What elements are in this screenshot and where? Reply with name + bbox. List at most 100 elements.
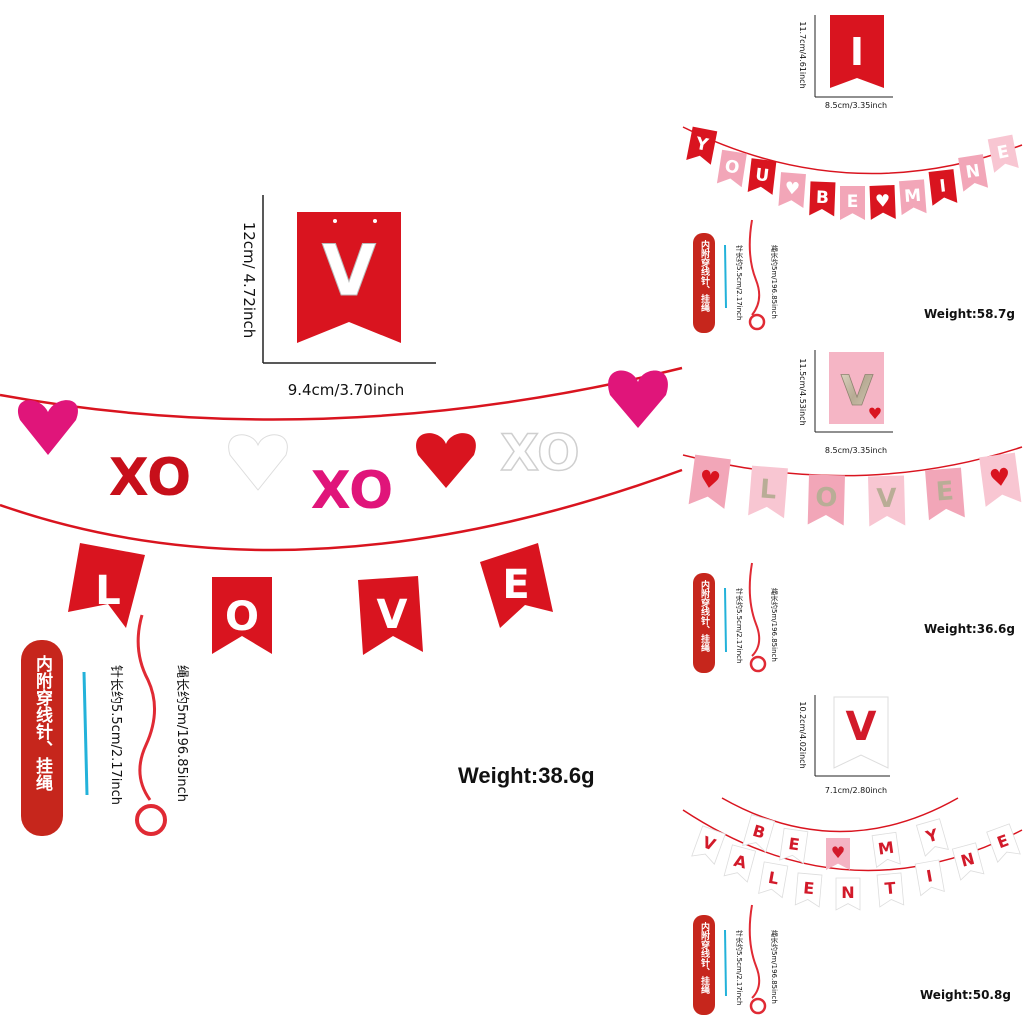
needle-icon [724,244,727,309]
flag-letter: V [876,484,897,515]
rope-label: 绳长约5m/196.85inch [770,930,779,1004]
flag-letter: N [964,161,981,183]
love-flag: L [68,543,145,628]
main-product: V 12cm/ 4.72inch 9.4cm/3.70inch XO XO XO… [0,195,683,836]
kit-badge [693,573,715,673]
flag-letter: ♥ [784,179,801,200]
needle-label: 针长约5.5cm/2.17inch [735,245,744,320]
love-banner: L O V E [0,468,683,655]
svg-text:L: L [95,568,121,614]
flag-letter: E [995,142,1010,164]
flag-letter: E [935,476,955,507]
banner-flag: M [899,179,927,216]
banner-flag: M [871,831,901,869]
banner-flag: E [779,827,809,865]
rope-spool-icon [135,804,167,836]
banner-flag: B [742,814,776,853]
banner-flag: ♥ [688,454,731,509]
banner-flag: Y [686,126,718,165]
rope-spool-icon [748,313,766,331]
banner-flag: E [840,186,865,220]
needle-label: 针长约5.5cm/2.17inch [735,930,744,1005]
banner-flag: I [928,169,958,206]
rope-label: 绳长约5m/196.85inch [770,588,779,662]
kit-badge-text: 内附穿线针、挂绳 [32,654,53,792]
panel3-weight: Weight:50.8g [920,988,1011,1002]
banner-flag: A [723,844,757,883]
kit-badge [693,233,715,333]
flag-letter: ♥ [875,191,891,212]
flag-letter: O [723,157,740,179]
flag-letter: B [751,821,768,843]
flag-letter: U [754,165,770,186]
panel-be-my-valentine: V 10.2cm/4.02inch 7.1cm/2.80inch BE♥MYVA… [682,695,1023,1015]
rope-icon [748,904,761,999]
flag-letter: ♥ [988,463,1013,494]
flag-letter: ♥ [831,843,845,862]
banner-flag: E [794,872,823,908]
sample-flag-letter: I [850,30,864,74]
main-accessories: 内附穿线针、挂绳 针长约5.5cm/2.17inch 绳长约5m/196.85i… [21,614,189,836]
sample-flag-letter: V [322,230,376,312]
flag-letter: Y [923,825,941,847]
banner-flag: ♥ [979,452,1022,507]
panel1-weight: Weight:58.7g [924,307,1015,321]
rope-spool-icon [749,997,767,1015]
heart-icon [17,400,79,455]
sample-flag [830,15,884,88]
flag-letter: N [959,849,977,871]
rope-spool-icon [749,655,767,673]
flag-letter: Y [693,134,711,156]
flag-letter: T [884,878,897,898]
love-flag: E [480,543,553,628]
rope-icon [136,614,157,801]
heart-icon [228,434,288,491]
banner-flag: E [986,823,1021,863]
needle-icon [724,929,727,997]
flag-letter: I [939,176,948,197]
banner-flag: L [758,861,789,899]
needle-label: 针长约5.5cm/2.17inch [735,588,744,663]
needle-icon [724,587,727,653]
width-label: 7.1cm/2.80inch [825,786,887,795]
flag-letter: ♥ [698,465,723,496]
xo-banner: XO XO XO [0,366,683,521]
panel2-weight: Weight:36.6g [924,622,1015,636]
height-label: 11.7cm/4.61inch [798,21,807,88]
svg-text:V: V [377,592,408,638]
xo-letters-2: XO [311,461,393,521]
width-label: 8.5cm/3.35inch [825,101,887,110]
flag-letter: L [767,868,780,888]
kit-badge [21,640,63,836]
rope-icon [748,562,761,657]
banner-flag: Y [915,818,949,857]
xo-letters-3: XO [500,424,579,482]
rope-label: 绳长约5m/196.85inch [174,665,189,802]
pink-love-banner: ♥ L O V E ♥ [688,452,1022,527]
flag-letter: E [802,878,815,898]
needle-label: 针长约5.5cm/2.17inch [108,665,123,805]
flag-letter: O [815,483,838,514]
sample-flag-letter: V [846,704,877,750]
heart-icon [869,407,881,419]
flag-letter: E [787,834,800,854]
love-flag: V [358,576,423,655]
banner-flag: U [747,158,777,195]
kit-badge-text: 内附穿线针、挂绳 [699,921,710,995]
sample-flag: V [297,212,401,343]
banner-flag: V [691,825,726,865]
height-label: 12cm/ 4.72inch [240,222,258,339]
svg-text:O: O [225,594,259,640]
main-weight: Weight:38.6g [458,763,595,788]
flag-letter: I [925,866,934,886]
banner-flag: E [987,134,1019,173]
flag-letter: E [847,192,859,212]
flag-letter: B [816,188,830,208]
width-label: 9.4cm/3.70inch [288,381,405,399]
flag-letter: L [759,474,778,505]
banner-string [0,366,683,421]
